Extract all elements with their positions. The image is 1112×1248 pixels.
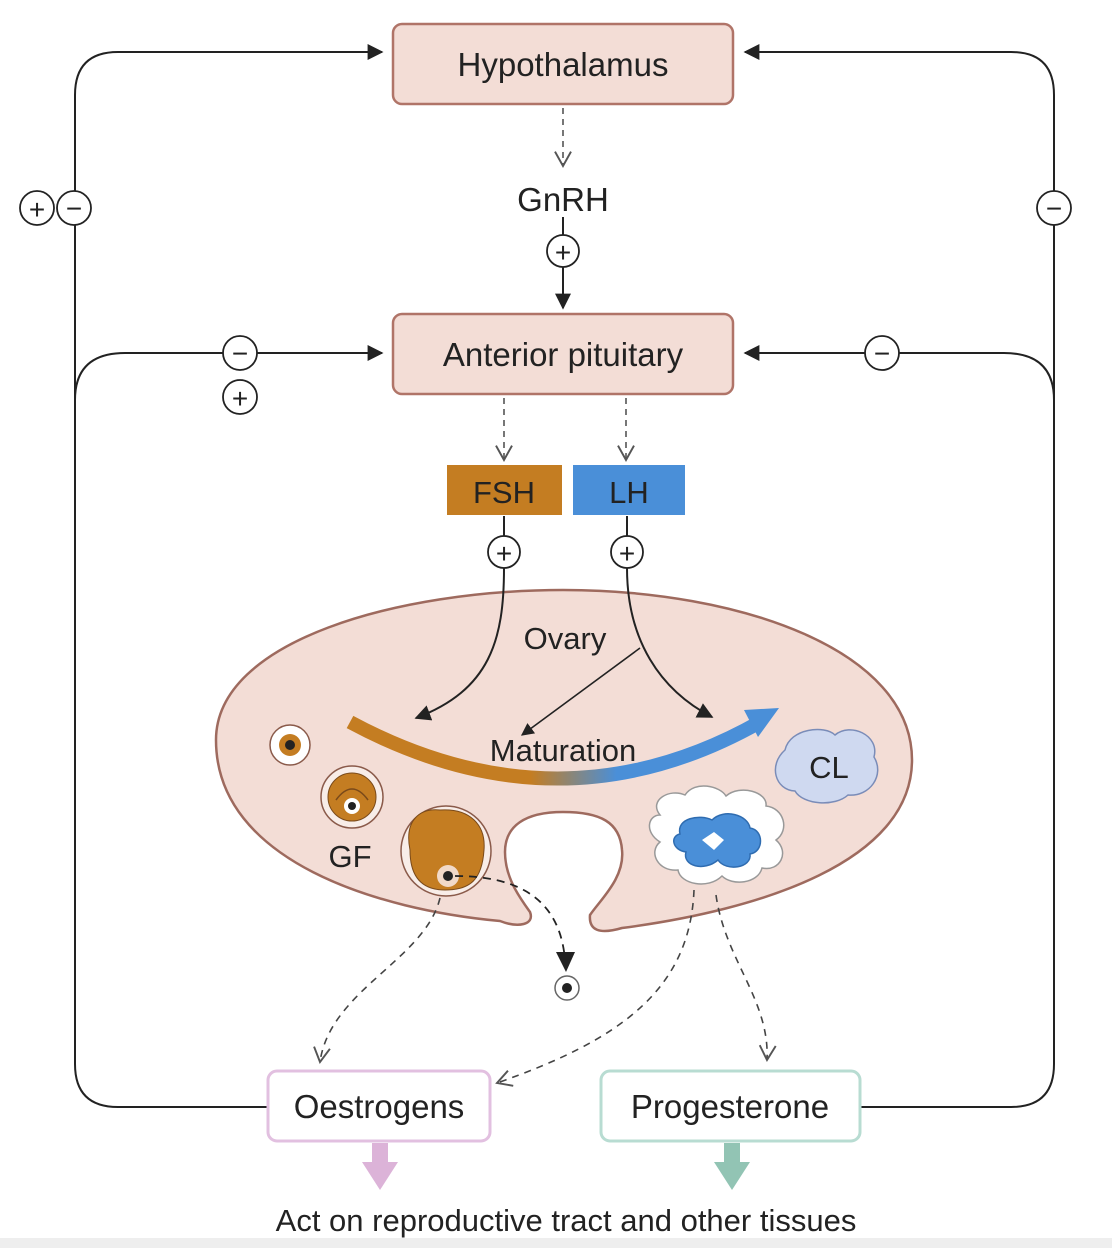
bottom-strip xyxy=(0,1238,1112,1248)
right-inner-minus-sign: − xyxy=(864,335,900,371)
right-outer-minus-sign: − xyxy=(1036,190,1072,226)
anterior-pituitary-label: Anterior pituitary xyxy=(443,336,684,373)
caption: Act on reproductive tract and other tiss… xyxy=(276,1203,857,1238)
hypothalamus-label: Hypothalamus xyxy=(458,46,669,83)
fsh-action-arrow xyxy=(414,567,505,721)
progesterone-to-hypothalamus-loop xyxy=(743,44,1055,410)
oestrogens-effect-arrow xyxy=(362,1143,398,1190)
ovulation-arrow-head xyxy=(556,952,575,972)
gnrh-label: GnRH xyxy=(517,181,609,218)
lh-action-arrow xyxy=(626,567,714,718)
svg-text:−: − xyxy=(66,193,82,224)
oestrogen-to-pituitary-loop xyxy=(74,345,384,1108)
svg-text:+: + xyxy=(496,538,512,569)
left-inner-minus-sign: − xyxy=(222,335,258,371)
hypothalamus-box xyxy=(391,22,735,106)
fsh-label: FSH xyxy=(473,475,535,510)
progesterone-label: Progesterone xyxy=(631,1088,829,1125)
cl-shape xyxy=(774,728,879,804)
feedback-loops xyxy=(74,44,1055,1108)
svg-text:+: + xyxy=(232,383,248,414)
left-inner-plus-sign: + xyxy=(222,379,258,415)
primordial-follicle xyxy=(269,724,311,766)
lh-plus-sign: + xyxy=(610,535,644,569)
left-outer-minus-sign: − xyxy=(56,190,92,226)
svg-text:−: − xyxy=(232,338,248,369)
maturation-label: Maturation xyxy=(490,733,636,768)
anterior-pituitary-box xyxy=(391,312,735,396)
fsh-box xyxy=(447,465,562,515)
maturation-arrow-head xyxy=(744,708,779,737)
follicle-to-oestrogens-arrow xyxy=(313,897,441,1064)
svg-text:−: − xyxy=(874,338,890,369)
released-ovum xyxy=(554,975,580,1001)
maturation-arrow xyxy=(346,715,764,786)
gnrh-plus-sign: + xyxy=(546,234,580,268)
lh-box xyxy=(573,465,685,515)
growing-follicle xyxy=(320,765,384,829)
svg-text:+: + xyxy=(619,538,635,569)
oestrogens-label: Oestrogens xyxy=(294,1088,465,1125)
fsh-plus-sign: + xyxy=(487,535,521,569)
svg-text:+: + xyxy=(555,237,571,268)
ovary-label: Ovary xyxy=(524,621,607,656)
lh-label: LH xyxy=(609,475,649,510)
cl-to-progesterone-arrow xyxy=(715,894,777,1062)
forming-corpus-luteum xyxy=(648,785,785,885)
progesterone-effect-arrow xyxy=(714,1143,750,1190)
oestrogen-to-hypothalamus-loop xyxy=(74,44,384,410)
left-outer-plus-sign: + xyxy=(19,190,55,226)
graafian-follicle xyxy=(400,805,492,897)
svg-text:+: + xyxy=(29,194,45,225)
svg-text:−: − xyxy=(1046,193,1062,224)
gf-label: GF xyxy=(328,839,371,874)
progesterone-to-pituitary-loop xyxy=(743,345,1055,1108)
oestrogens-box xyxy=(266,1069,492,1143)
cl-label: CL xyxy=(809,750,849,785)
ovary-to-maturation-arrow xyxy=(520,647,641,736)
cl-to-oestrogens-arrow xyxy=(495,889,695,1087)
progesterone-box xyxy=(599,1069,862,1143)
